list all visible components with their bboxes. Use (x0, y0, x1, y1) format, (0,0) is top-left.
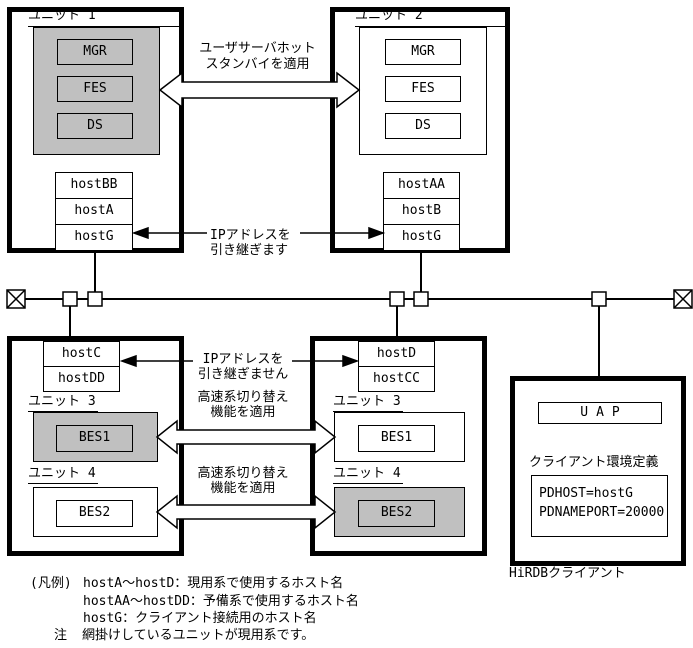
fast-switch-unit3-annotation: 高速系切り替え 機能を適用 (187, 390, 299, 420)
legend-item-active-hosts: hostA～hostD：現用系で使用するホスト名 (83, 576, 344, 591)
unit1-host-stack: hostBB hostA hostG (55, 172, 133, 251)
fast-switch-unit4-line2: 機能を適用 (210, 481, 276, 496)
ip-no-inherit-annotation: IPアドレスを 引き継ぎません (187, 352, 299, 382)
fast-switch-unit3-line2: 機能を適用 (210, 405, 276, 420)
unit1-label: ユニット 1 (28, 8, 179, 27)
unit3-left-label-wrap: ユニット 3 (28, 394, 98, 412)
unit1-host-bb: hostBB (55, 172, 133, 199)
ip-inherit-annotation: IPアドレスを 引き継ぎます (210, 228, 291, 258)
legend-item-client-host: hostG：クライアント接続用のホスト名 (83, 611, 317, 626)
ip-inherit-line2: 引き継ぎます (210, 243, 289, 258)
client-env-pdhost: PDHOST=hostG (539, 486, 633, 501)
unit4-middle-bes2: BES2 (358, 500, 435, 527)
unit1-server-ds: DS (57, 113, 133, 139)
unit1-server-mgr: MGR (57, 39, 133, 65)
ip-inherit-line1: IPアドレスを (210, 228, 291, 243)
unit3-left-label: ユニット 3 (28, 394, 98, 412)
unit4-left-label: ユニット 4 (28, 466, 98, 484)
unit2-host-g: hostG (383, 224, 460, 251)
ip-no-inherit-line2: 引き継ぎません (197, 367, 289, 382)
hot-standby-line2: スタンバイを適用 (205, 57, 310, 72)
hot-standby-annotation: ユーザサーバホット スタンバイを適用 (180, 41, 335, 73)
host-c: hostC (43, 341, 120, 367)
host-dd: hostDD (43, 366, 120, 392)
fast-switch-unit3-line1: 高速系切り替え (197, 390, 289, 405)
client-env-title: クライアント環境定義 (529, 455, 659, 470)
ip-no-inherit-line1: IPアドレスを (202, 352, 284, 367)
unit4-middle-label-wrap: ユニット 4 (333, 466, 403, 484)
host-cc: hostCC (358, 366, 435, 392)
legend-note-text: 網掛けしているユニットが現用系です。 (82, 628, 315, 643)
uap-box: UAP (538, 402, 662, 424)
unit2-server-ds: DS (385, 113, 461, 139)
network-tap-icons (62, 291, 607, 307)
unit2-label: ユニット 2 (355, 8, 505, 27)
unit3-middle-bes1: BES1 (358, 425, 435, 452)
hirdb-client-caption: HiRDBクライアント (509, 566, 626, 581)
unit3-left-bes1: BES1 (56, 425, 133, 452)
unit2-host-stack: hostAA hostB hostG (383, 172, 460, 251)
network-terminator-left-icon (6, 289, 26, 309)
client-env-pdnameport: PDNAMEPORT=20000 (539, 504, 665, 520)
fast-switch-unit4-line1: 高速系切り替え (197, 466, 289, 481)
unit1-host-a: hostA (55, 198, 133, 225)
host-d: hostD (358, 341, 435, 367)
unit2-server-fes: FES (385, 76, 461, 102)
unit2-server-mgr: MGR (385, 39, 461, 65)
unit4-middle-label: ユニット 4 (333, 466, 403, 484)
unit4-left-bes2: BES2 (56, 500, 133, 527)
unit2-host-aa: hostAA (383, 172, 460, 199)
network-terminator-right-icon (673, 289, 693, 309)
unit4-left-label-wrap: ユニット 4 (28, 466, 98, 484)
unit2-host-b: hostB (383, 198, 460, 225)
legend-item-standby-hosts: hostAA～hostDD：予備系で使用するホスト名 (83, 594, 359, 609)
client-env-box: PDHOST=hostG PDNAMEPORT=20000 (531, 475, 668, 537)
unit3-middle-label-wrap: ユニット 3 (333, 394, 403, 412)
bottom-middle-host-stack: hostD hostCC (358, 341, 435, 392)
fast-switch-unit4-annotation: 高速系切り替え 機能を適用 (187, 466, 299, 496)
unit1-server-fes: FES (57, 76, 133, 102)
legend-heading: (凡例) (30, 576, 72, 591)
unit3-middle-label: ユニット 3 (333, 394, 403, 412)
legend-note-label: 注 (54, 628, 68, 643)
hot-standby-line1: ユーザサーバホット (199, 41, 316, 56)
bottom-left-host-stack: hostC hostDD (43, 341, 120, 392)
unit1-host-g: hostG (55, 224, 133, 251)
